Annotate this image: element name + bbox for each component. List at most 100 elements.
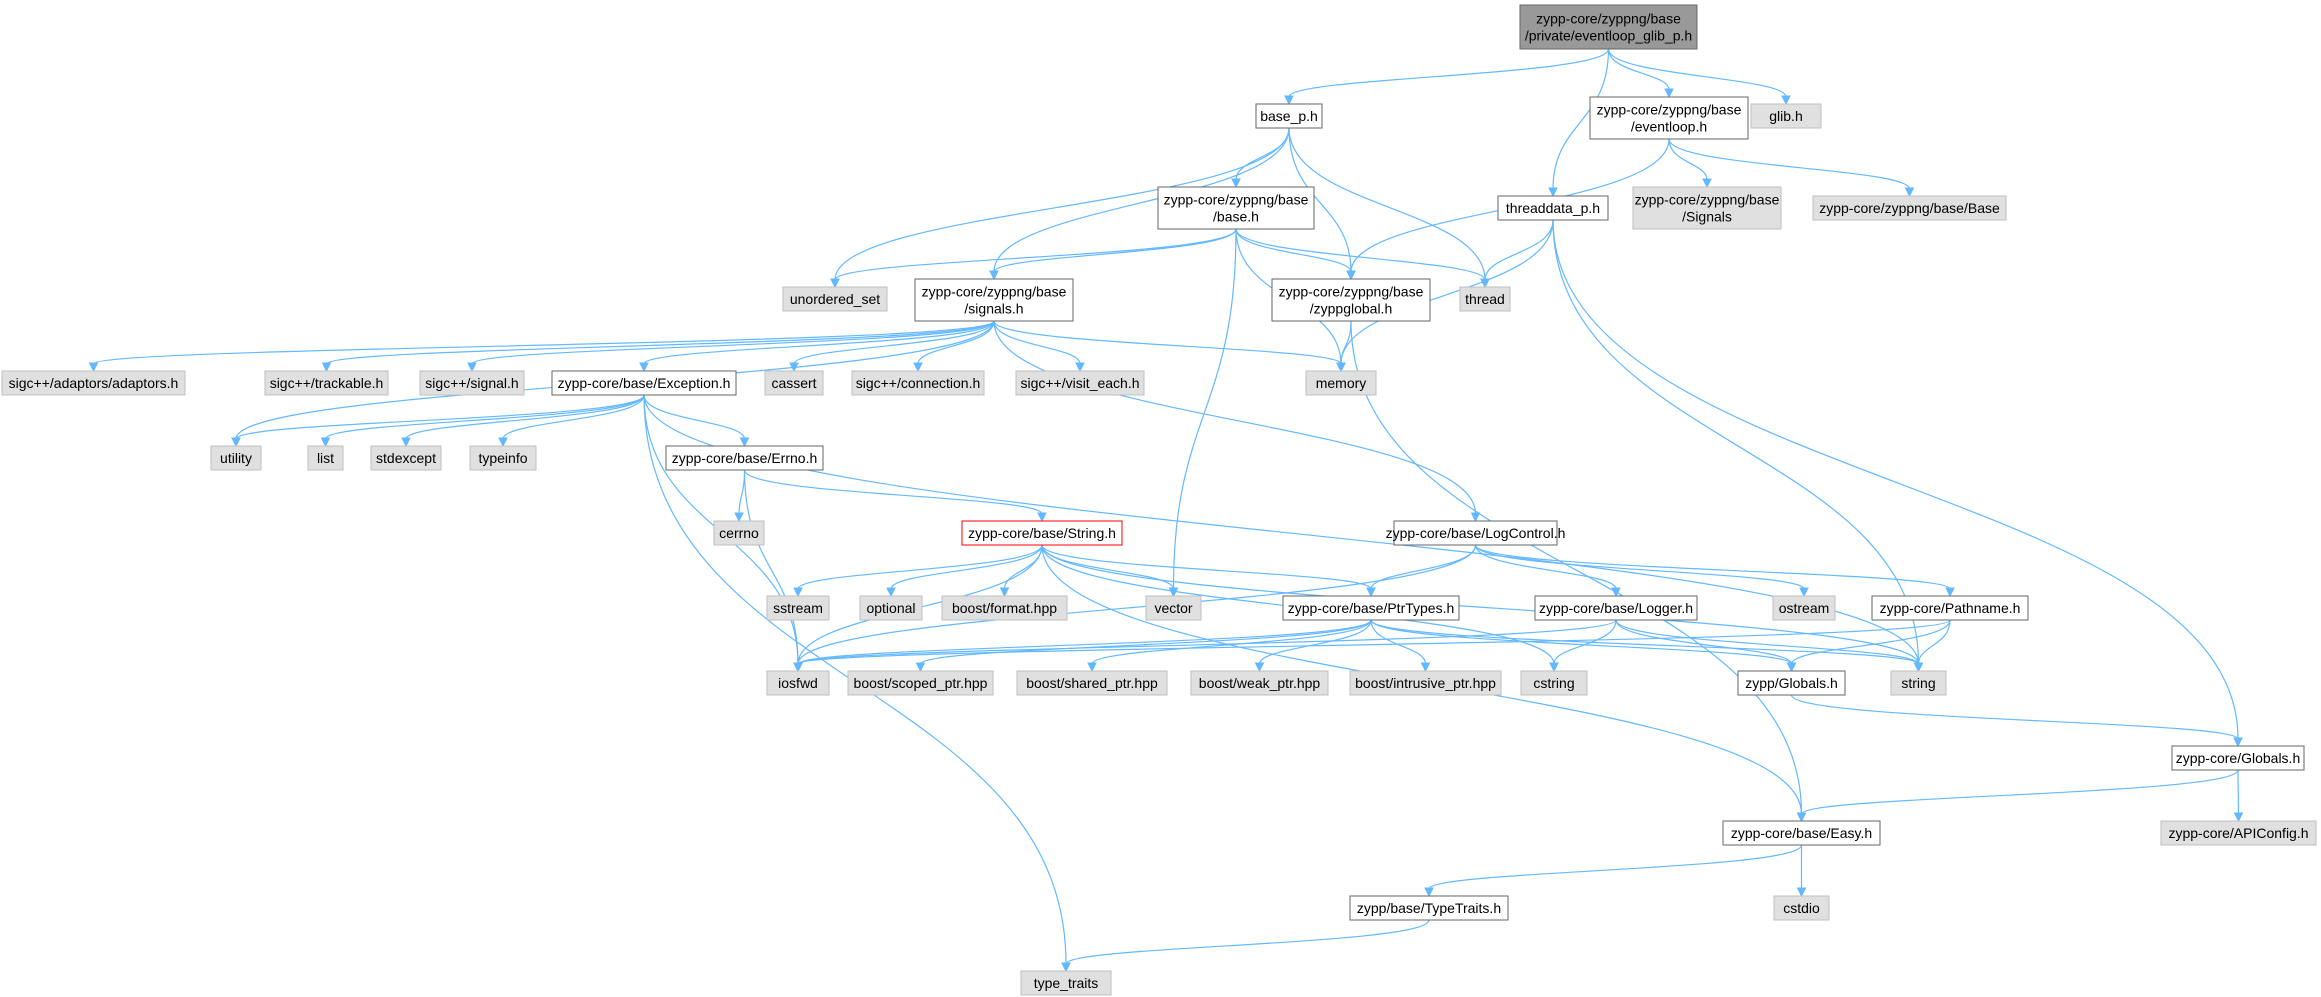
node-scoped-ptr[interactable]: boost/scoped_ptr.hpp [847,670,994,696]
edge-signals_h-to-exception [639,320,995,373]
node-visit-each[interactable]: sigc++/visit_each.h [1015,370,1145,396]
node-label: memory [1316,375,1367,391]
edge-exception-to-list [320,394,645,448]
node-weak-ptr[interactable]: boost/weak_ptr.hpp [1190,670,1329,696]
node-label: zypp-core/zyppng/base [1279,284,1424,300]
node-adaptors[interactable]: sigc++/adaptors/adaptors.h [1,370,186,396]
node-label: zypp-core/zyppng/base [1635,192,1780,208]
edge-exception-to-errno [643,394,750,448]
edge-pathname-to-zypp_globals [1786,619,1951,673]
node-sstream[interactable]: sstream [766,595,830,621]
node-cassert[interactable]: cassert [764,370,824,396]
edge-logcontrol-to-pathname [1474,544,1955,598]
node-zypp-globals[interactable]: zypp/Globals.h [1737,670,1846,696]
node-shared-ptr[interactable]: boost/shared_ptr.hpp [1016,670,1168,696]
node-label: zypp-core/base/LogControl.h [1386,525,1566,541]
node-label: /private/eventloop_glib_p.h [1525,28,1692,44]
node-typetraits[interactable]: zypp/base/TypeTraits.h [1349,895,1509,921]
node-typeinfo[interactable]: typeinfo [469,445,537,471]
edge-root-to-glib [1607,48,1791,106]
node-logcontrol[interactable]: zypp-core/base/LogControl.h [1386,520,1566,546]
node-label: /Signals [1682,209,1732,225]
node-apiconfig[interactable]: zypp-core/APIConfig.h [2160,820,2317,846]
node-vector[interactable]: vector [1145,595,1202,621]
node-trackable[interactable]: sigc++/trackable.h [264,370,389,396]
node-exception[interactable]: zypp-core/base/Exception.h [551,370,737,396]
edge-signals_h-to-logcontrol [993,320,1481,523]
node-unordered-set[interactable]: unordered_set [782,286,888,312]
node-threaddata-p[interactable]: threaddata_p.h [1497,195,1609,221]
edge-threaddata_p-to-core_globals [1552,219,2243,748]
node-ptrtypes[interactable]: zypp-core/base/PtrTypes.h [1282,595,1460,621]
node-label: sigc++/signal.h [425,375,518,391]
node-label: zypp-core/zyppng/base [1597,102,1742,118]
edge-base_h-to-zyppglobal [1235,228,1356,281]
node-label: zypp-core/base/PtrTypes.h [1288,600,1455,616]
node-string[interactable]: string [1890,670,1947,696]
edge-base_p-to-base_h [1231,127,1290,189]
node-label: sstream [773,600,823,616]
edge-string_h-to-optional [886,544,1043,598]
node-label: boost/intrusive_ptr.hpp [1355,675,1496,691]
node-label: zypp-core/base/Easy.h [1731,825,1872,841]
edge-threaddata_p-to-thread [1480,219,1554,289]
node-core-globals[interactable]: zypp-core/Globals.h [2171,745,2305,771]
edge-errno-to-cerrno [734,469,746,523]
edge-logger-to-cstring [1549,619,1617,673]
node-eventloop[interactable]: zypp-core/zyppng/base/eventloop.h [1589,96,1749,140]
node-boost-format[interactable]: boost/format.hpp [941,595,1068,621]
node-label: sigc++/connection.h [856,375,981,391]
node-base-h[interactable]: zypp-core/zyppng/base/base.h [1157,186,1315,230]
node-iosfwd[interactable]: iosfwd [766,670,830,696]
edge-easy-to-cstdio [1796,845,1807,898]
edge-ptrtypes-to-shared_ptr [1087,619,1372,673]
node-list[interactable]: list [307,445,344,471]
node-zyppglobal[interactable]: zypp-core/zyppng/base/zyppglobal.h [1271,278,1431,322]
edge-exception-to-string [643,394,1924,673]
node-signal-h[interactable]: sigc++/signal.h [419,370,525,396]
node-easy[interactable]: zypp-core/base/Easy.h [1722,820,1881,846]
node-logger[interactable]: zypp-core/base/Logger.h [1534,595,1698,621]
node-layer: zypp-core/zyppng/base/private/eventloop_… [1,4,2317,996]
edge-signals_h-to-adaptors [88,320,995,373]
node-signals-h[interactable]: zypp-core/zyppng/base/signals.h [914,278,1074,322]
node-label: sigc++/adaptors/adaptors.h [9,375,179,391]
node-label: zypp-core/base/Exception.h [558,375,731,391]
node-signals-ext[interactable]: zypp-core/zyppng/base/Signals [1632,186,1782,230]
node-cstdio[interactable]: cstdio [1773,895,1830,921]
node-pathname[interactable]: zypp-core/Pathname.h [1871,595,2029,621]
node-label: zypp-core/Globals.h [2176,750,2301,766]
node-base-ext[interactable]: zypp-core/zyppng/base/Base [1812,195,2007,221]
edge-signals_h-to-memory [993,320,1346,373]
node-optional[interactable]: optional [859,595,923,621]
edge-core_globals-to-apiconfig [2233,769,2244,823]
node-string-h[interactable]: zypp-core/base/String.h [961,520,1123,546]
node-label: cstdio [1783,900,1820,916]
node-connection[interactable]: sigc++/connection.h [851,370,985,396]
node-label: /signals.h [964,301,1023,317]
node-label: thread [1465,291,1505,307]
node-cstring[interactable]: cstring [1520,670,1588,696]
edge-logger-to-zypp_globals [1615,619,1797,673]
edge-base_h-to-unordered_set [830,228,1237,289]
node-utility[interactable]: utility [210,445,262,471]
edge-exception-to-utility [231,394,645,448]
node-root[interactable]: zypp-core/zyppng/base/private/eventloop_… [1519,4,1698,50]
node-thread[interactable]: thread [1459,286,1511,312]
node-intrusive-ptr[interactable]: boost/intrusive_ptr.hpp [1349,670,1502,696]
node-stdexcept[interactable]: stdexcept [370,445,442,471]
edge-logcontrol-to-logger [1474,544,1621,598]
node-errno[interactable]: zypp-core/base/Errno.h [665,445,824,471]
node-label: /eventloop.h [1631,119,1707,135]
node-cerrno[interactable]: cerrno [713,520,765,546]
edge-base_h-to-thread [1235,228,1490,289]
node-label: type_traits [1034,975,1099,991]
node-base-p[interactable]: base_p.h [1255,103,1323,129]
edge-typetraits-to-type_traits [1061,919,1430,973]
node-type-traits[interactable]: type_traits [1020,970,1112,996]
edge-base_p-to-thread [1288,127,1490,289]
node-memory[interactable]: memory [1305,370,1377,396]
node-glib[interactable]: glib.h [1750,103,1822,129]
node-ostream[interactable]: ostream [1772,595,1836,621]
